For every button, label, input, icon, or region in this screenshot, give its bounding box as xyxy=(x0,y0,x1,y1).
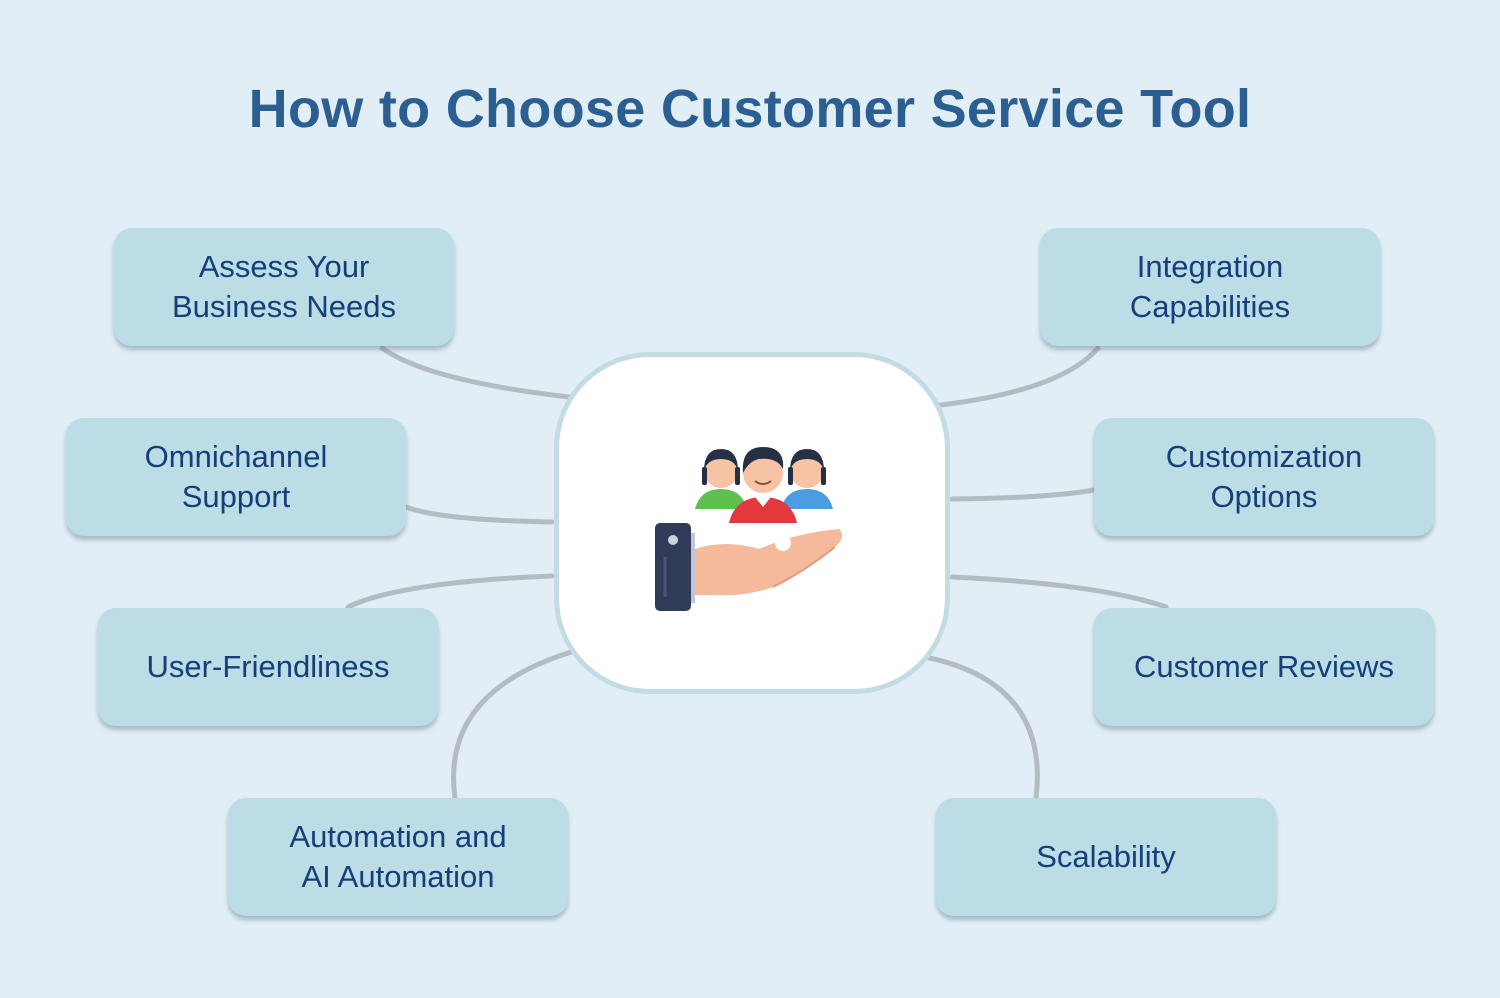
connector-reviews xyxy=(949,574,1169,610)
node-automation-ai: Automation and AI Automation xyxy=(228,798,568,916)
node-scalability: Scalability xyxy=(936,798,1276,916)
connector-customization xyxy=(949,487,1097,502)
node-omnichannel-support: Omnichannel Support xyxy=(66,418,406,536)
node-label: Omnichannel Support xyxy=(144,439,328,514)
node-label: Automation and AI Automation xyxy=(289,819,507,894)
connector-integration xyxy=(929,345,1101,409)
node-label: Customer Reviews xyxy=(1133,649,1395,684)
connector-scalability xyxy=(917,653,1040,801)
node-customization-options: Customization Options xyxy=(1094,418,1434,536)
node-label: Customization Options xyxy=(1165,439,1363,514)
node-user-friendliness: User-Friendliness xyxy=(98,608,438,726)
node-customer-reviews: Customer Reviews xyxy=(1094,608,1434,726)
node-assess-business-needs: Assess Your Business Needs xyxy=(114,228,454,346)
node-label: Integration Capabilities xyxy=(1129,249,1291,324)
node-label: User-Friendliness xyxy=(146,649,390,684)
node-label: Scalability xyxy=(1036,839,1176,874)
connector-omnichannel xyxy=(403,504,555,525)
page-title: How to Choose Customer Service Tool xyxy=(248,79,1252,139)
connector-assess xyxy=(379,345,581,401)
hand-holding-customers-icon xyxy=(655,437,855,622)
node-label: Assess Your Business Needs xyxy=(171,249,396,324)
connector-automation xyxy=(451,647,581,801)
center-hub xyxy=(554,352,950,694)
connector-user-friendliness xyxy=(345,573,555,610)
node-integration-capabilities: Integration Capabilities xyxy=(1040,228,1380,346)
